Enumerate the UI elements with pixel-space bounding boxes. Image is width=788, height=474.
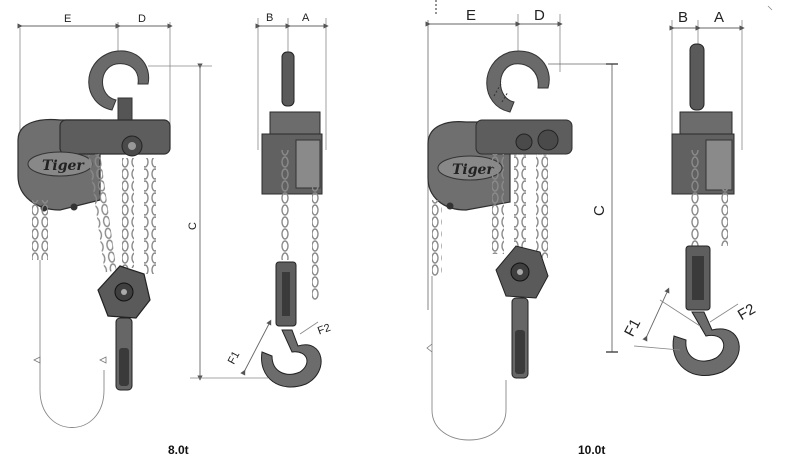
diagram-8t: E D Tiger [17,12,332,428]
dim-label-e: E [466,7,476,24]
dim-label-c: C [187,222,199,230]
front-view-10t: E D Tiger [425,0,618,441]
diagram-10t: E D Tiger [425,0,773,441]
hand-chain-loop [39,260,105,428]
front-view-8t: E D Tiger [17,13,268,428]
dim-label-d: D [534,7,545,24]
dim-label-b: B [266,12,273,24]
capacity-label-8t: 8.0t [168,443,189,457]
dim-label-c: C [591,205,608,216]
dim-label-f1: F1 [226,349,243,366]
dim-label-f1: F1 [621,316,644,339]
dim-label-e: E [64,13,71,25]
top-hook [88,50,150,111]
capacity-label-10t: 10.0t [578,443,606,457]
dim-label-a: A [714,9,724,26]
dim-label-b: B [678,9,688,26]
bottom-hook-8t [261,329,322,388]
dim-label-a: A [302,12,310,24]
brand-logo-10t: Tiger [452,162,495,178]
side-view-10t: B A F1 F2 [621,5,773,377]
side-view-8t: B A F1 F2 [226,12,332,388]
dim-label-d: D [138,13,146,25]
dim-label-f2: F2 [316,322,332,338]
brand-logo-8t: Tiger [42,158,85,174]
dim-label-f2: F2 [735,300,759,323]
bottom-hook-10t [672,311,740,377]
hand-chain-loop [431,276,507,441]
